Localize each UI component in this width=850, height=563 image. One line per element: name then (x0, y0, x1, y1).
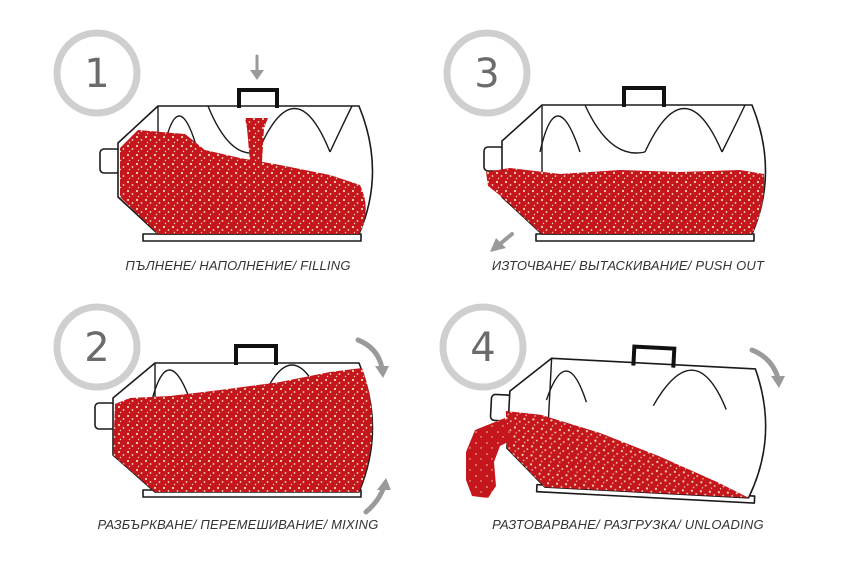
step-ring (53, 303, 141, 391)
rotation-arrow-bottom (363, 478, 391, 515)
step-ring (443, 29, 531, 117)
mixing-blade (151, 369, 191, 401)
push-out-arrow (490, 232, 514, 252)
caption: ПЪЛНЕНЕ/ НАПОЛНЕНИЕ/ FILLING (125, 258, 350, 273)
outlet-flange (99, 148, 121, 174)
mixing-blade (652, 369, 727, 410)
rotation-arrow-top (355, 337, 389, 378)
tank (489, 344, 767, 504)
product-fill (505, 410, 749, 498)
rotation-arrow (749, 347, 785, 388)
tank-skid (142, 233, 362, 242)
panel-mixing: 2 РАЗБЪРКВАНЕ/ ПЕРЕМЕШИВАНИЕ/ MIXING (53, 303, 391, 532)
step-number: 2 (84, 325, 109, 371)
mixing-blade (539, 115, 581, 153)
tank (94, 344, 374, 498)
tank-skid (535, 233, 755, 242)
step-number: 3 (474, 51, 499, 97)
mixing-blade (545, 370, 588, 403)
product-fill (486, 168, 765, 234)
step-ring (53, 29, 141, 117)
product-fill (120, 130, 366, 234)
fill-arrow (250, 54, 264, 80)
panel-unloading: 4 РАЗТОВАРВАНЕ/ РАЗГРУЗКА/ UNLOADING (439, 303, 785, 532)
tank (99, 88, 374, 242)
hatch-handle (631, 344, 677, 368)
panel-push-out: 3 ИЗТОЧВАНЕ/ ВЫТАСКИВАНИЕ/ PUSH OUT (443, 29, 767, 273)
caption: РАЗТОВАРВАНЕ/ РАЗГРУЗКА/ UNLOADING (492, 517, 764, 532)
mixing-blade (644, 108, 723, 153)
outlet-flange (94, 402, 116, 430)
mixing-blade (257, 108, 331, 153)
caption: РАЗБЪРКВАНЕ/ ПЕРЕМЕШИВАНИЕ/ MIXING (97, 517, 378, 532)
step-number: 4 (470, 325, 495, 371)
step-ring (439, 303, 527, 391)
hatch-handle (234, 344, 278, 365)
step-number: 1 (84, 51, 109, 97)
panel-filling: 1 ПЪЛНЕНЕ/ НАПОЛНЕНИЕ/ FILLING (53, 29, 374, 273)
product-fill (113, 368, 373, 492)
hatch-handle (237, 88, 279, 108)
caption: ИЗТОЧВАНЕ/ ВЫТАСКИВАНИЕ/ PUSH OUT (492, 258, 765, 273)
outlet-flange (483, 146, 505, 172)
tank (483, 86, 767, 242)
hatch-handle (622, 86, 666, 107)
mixing-spiral (584, 104, 746, 154)
product-stream (245, 118, 268, 162)
product-pour (466, 418, 512, 498)
